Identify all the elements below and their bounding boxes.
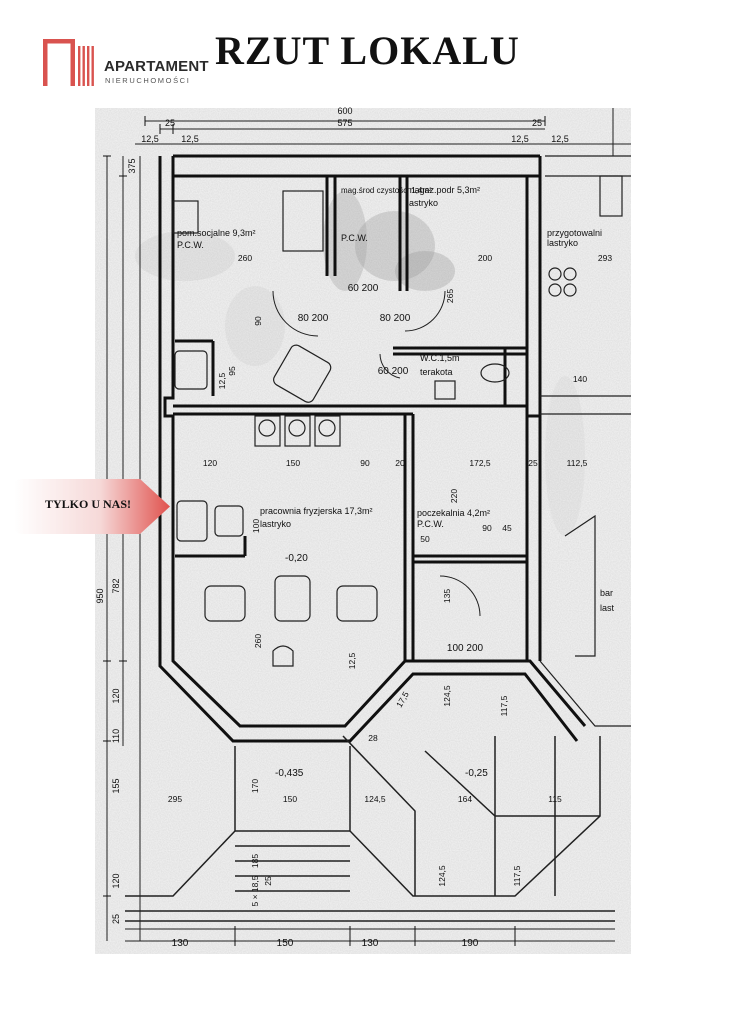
logo-mark-icon xyxy=(43,39,94,86)
floor-plan: pom.socjalne 9,3m² P.C.W. mag.środ czyst… xyxy=(95,106,631,954)
badge-text: TYLKO U NAS! xyxy=(44,497,131,511)
brand-logo: APARTAMENT NIERUCHOMOŚCI xyxy=(42,36,212,92)
exclusive-badge: TYLKO U NAS! xyxy=(14,479,170,534)
plan-grain xyxy=(95,108,631,954)
page-title: RZUT LOKALU xyxy=(215,28,520,73)
brand-name: APARTAMENT xyxy=(104,58,209,75)
badge-shape xyxy=(14,479,170,534)
brand-subtitle: NIERUCHOMOŚCI xyxy=(105,76,191,85)
